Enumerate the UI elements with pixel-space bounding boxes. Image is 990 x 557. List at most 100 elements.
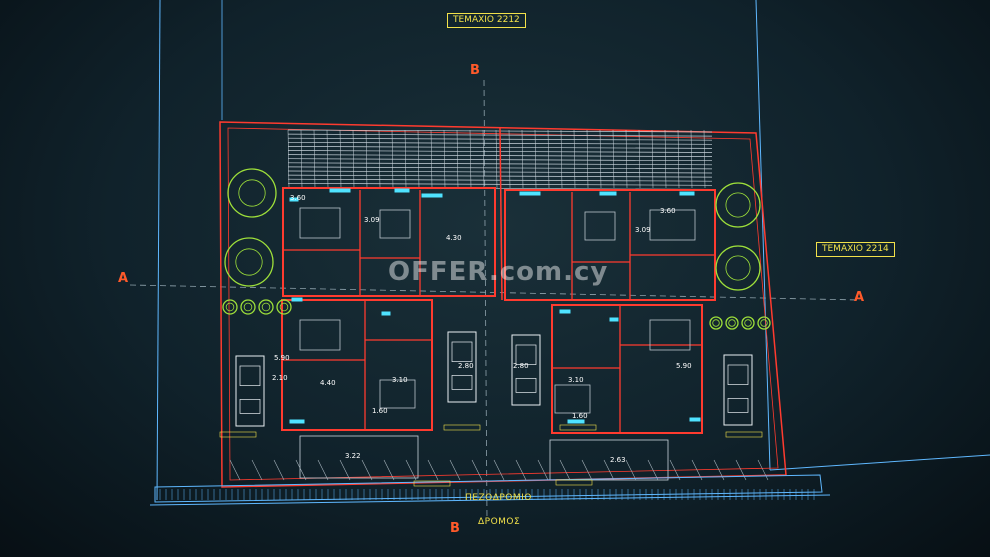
tree <box>715 182 761 228</box>
tree-inner <box>261 302 271 312</box>
window <box>609 317 619 322</box>
tree-inner <box>235 248 263 276</box>
dimension-label: 2.80 <box>458 362 474 370</box>
lower-yard-left <box>299 435 419 479</box>
furniture <box>649 209 696 241</box>
hatch-line <box>573 129 576 189</box>
hatch-line <box>326 129 329 189</box>
tree-inner <box>728 319 736 327</box>
hatch-line <box>404 129 407 189</box>
hatch-line <box>430 129 433 189</box>
parking-stripe <box>603 459 615 481</box>
parking-stripe <box>625 459 637 481</box>
dimension-label: 3.60 <box>290 194 306 202</box>
site-boundary-right <box>755 0 771 471</box>
car-rear-window <box>515 378 537 393</box>
site-boundary-left <box>156 0 161 501</box>
hatch-line <box>651 129 654 189</box>
plot-outline <box>219 121 787 488</box>
lower-yard-right <box>549 439 669 481</box>
tree <box>276 299 292 315</box>
road-label: ΔΡΟΜΟΣ <box>478 517 521 527</box>
tree <box>258 299 274 315</box>
tree <box>709 316 723 330</box>
dimension-label: 3.60 <box>660 207 676 215</box>
section-line-b <box>483 79 488 521</box>
watermark: OFFER.com.cy <box>388 257 609 287</box>
dimension-label: 3.09 <box>364 216 380 224</box>
hatch-line <box>482 129 485 189</box>
parking-stripe <box>515 459 527 481</box>
tree <box>240 299 256 315</box>
window <box>289 197 299 202</box>
site-boundary-bottom-right <box>769 454 990 471</box>
window <box>679 191 695 196</box>
annotation-tag <box>559 424 597 431</box>
tree-inner <box>243 302 253 312</box>
dimension-label: 3.10 <box>568 376 584 384</box>
window <box>289 419 305 424</box>
hatch-line <box>365 129 368 189</box>
dimension-label: 3.09 <box>635 226 651 234</box>
car-windshield <box>451 341 473 362</box>
hatch-line <box>378 129 381 189</box>
tree-inner <box>238 179 266 207</box>
house-right-upper <box>504 189 716 301</box>
car-windshield <box>515 344 537 365</box>
tree <box>715 245 761 291</box>
parking-stripe <box>273 459 285 481</box>
tree-inner <box>760 319 768 327</box>
tree <box>757 316 771 330</box>
parking-stripe <box>581 459 593 481</box>
car-rear-window <box>239 399 261 414</box>
house-left-lower <box>281 299 433 431</box>
dimension-label: 2.10 <box>272 374 288 382</box>
hatch-line <box>508 129 511 189</box>
parking-stripe <box>405 459 417 481</box>
window <box>519 191 541 196</box>
window <box>567 419 585 424</box>
dimension-label: 4.40 <box>320 379 336 387</box>
dimension-label: 4.30 <box>446 234 462 242</box>
hatch-line <box>534 129 537 189</box>
dimension-label: 1.60 <box>572 412 588 420</box>
tree <box>725 316 739 330</box>
parking-stripe <box>317 459 329 481</box>
dimension-label: 5.90 <box>274 354 290 362</box>
parking-stripe <box>251 459 263 481</box>
furniture <box>584 211 616 241</box>
furniture <box>379 209 411 239</box>
parking-stripe <box>735 459 747 481</box>
parking-stripe <box>383 459 395 481</box>
window <box>394 188 410 193</box>
hatch-line <box>625 129 628 189</box>
section-marker-a-right: A <box>854 290 865 305</box>
furniture <box>649 319 691 351</box>
window <box>291 297 303 302</box>
parking-stripe <box>537 459 549 481</box>
tree-inner <box>225 302 235 312</box>
parking-stripe <box>757 459 769 481</box>
hatch-line <box>612 129 615 189</box>
dimension-label: 2.80 <box>513 362 529 370</box>
hatch-line <box>339 129 342 189</box>
car-windshield <box>727 364 749 385</box>
hatch-line <box>495 129 498 189</box>
sidewalk-label: ΠΕΖΟΔΡΟΜΙΟ <box>465 493 532 503</box>
car-rear-window <box>727 398 749 413</box>
hatch-line <box>703 129 706 189</box>
tree <box>224 237 274 287</box>
road-edge <box>149 494 831 506</box>
tree-inner <box>744 319 752 327</box>
hatch-line <box>456 129 459 189</box>
hatch-line <box>599 129 602 189</box>
parking-stripe <box>493 459 505 481</box>
furniture <box>299 319 341 351</box>
hatch-line <box>638 129 641 189</box>
section-marker-b-bottom: B <box>450 521 460 536</box>
sidewalk-band <box>154 474 823 503</box>
tree-inner <box>279 302 289 312</box>
dimension-label: 3.22 <box>345 452 361 460</box>
parcel-label-right: ΤΕΜΑΧΙΟ 2214 <box>816 242 895 257</box>
